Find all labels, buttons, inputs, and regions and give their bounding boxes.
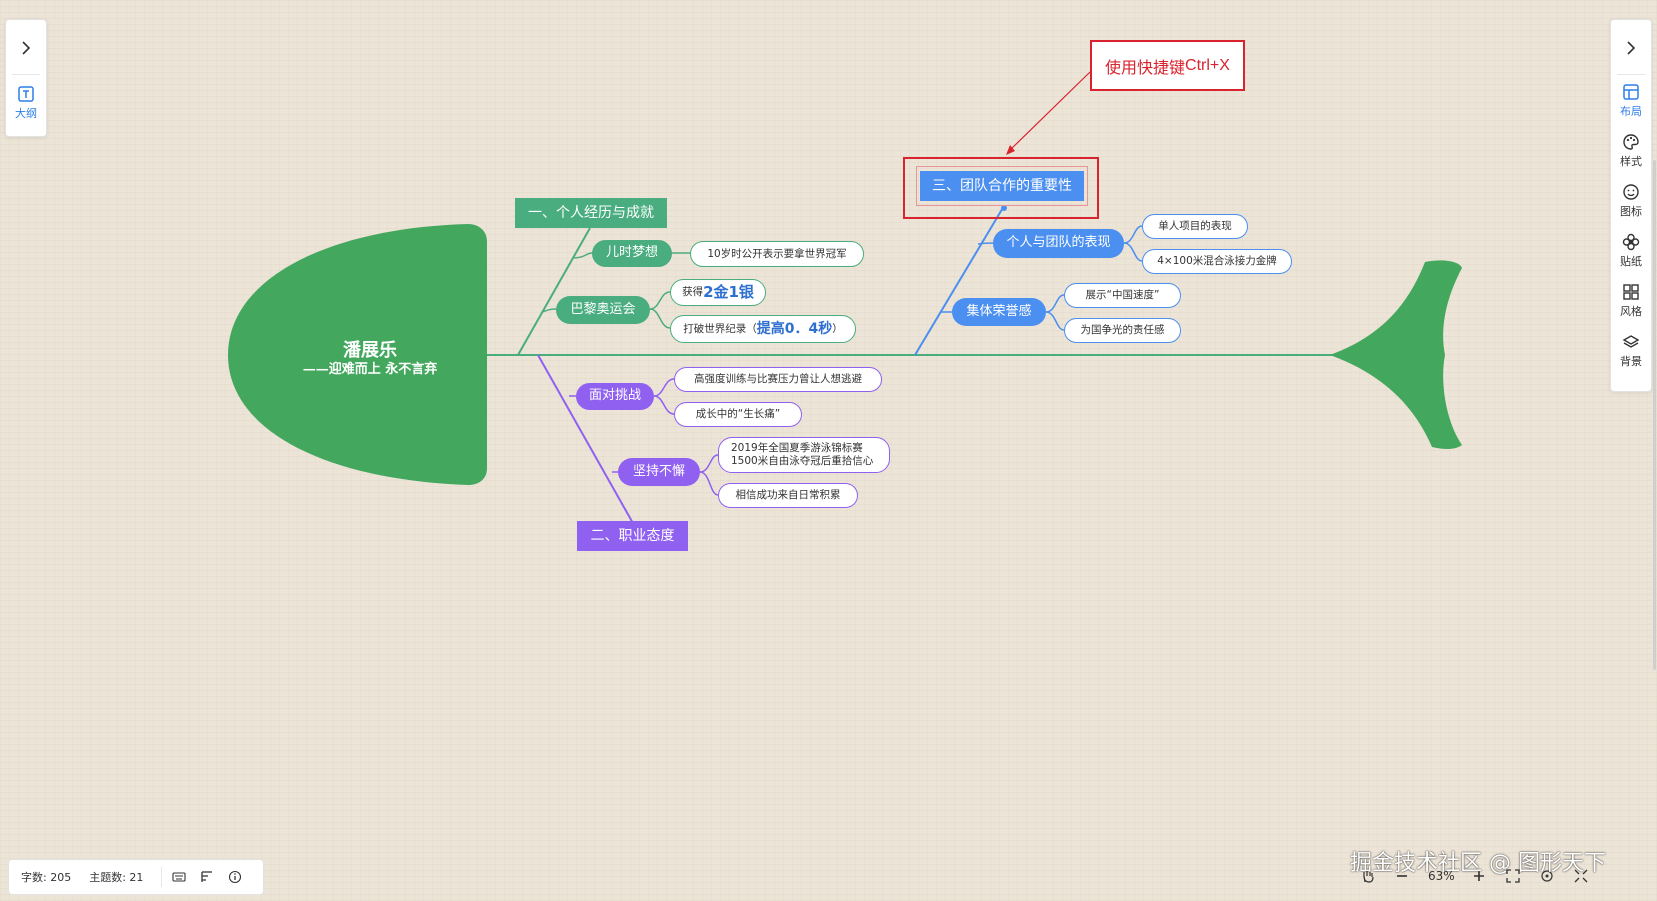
hand-icon[interactable] bbox=[1360, 868, 1376, 884]
watermark: 掘金技术社区 @ 图形天下 bbox=[1350, 851, 1606, 876]
central-topic-title[interactable]: 潘展乐 bbox=[343, 340, 397, 361]
fish-tail[interactable] bbox=[1330, 260, 1462, 450]
chevron-right-icon bbox=[22, 41, 31, 55]
leaf-growing-pains[interactable]: 成长中的“生长痛” bbox=[674, 402, 802, 427]
leaf-daily-accumulation[interactable]: 相信成功来自日常积累 bbox=[718, 483, 858, 508]
outline-button[interactable]: 大纲 bbox=[6, 84, 46, 121]
zoom-controls: 63% bbox=[1360, 858, 1650, 894]
branch-1-topic[interactable]: 一、个人经历与成就 bbox=[515, 198, 667, 228]
subtopic-persistence[interactable]: 坚持不懈 bbox=[618, 458, 700, 486]
style-button[interactable]: 样式 bbox=[1611, 132, 1651, 169]
subtopic-individual-team[interactable]: 个人与团队的表现 bbox=[993, 229, 1124, 258]
theme-button[interactable]: 风格 bbox=[1611, 282, 1651, 319]
subtopic-facing-challenges[interactable]: 面对挑战 bbox=[576, 383, 654, 410]
central-topic-subtitle[interactable]: ——迎难而上 永不言弃 bbox=[302, 362, 438, 377]
structure-icon[interactable] bbox=[200, 870, 214, 884]
subtopic-paris-olympics[interactable]: 巴黎奥运会 bbox=[556, 296, 650, 324]
layers-icon bbox=[1622, 335, 1640, 348]
keyboard-icon[interactable] bbox=[172, 870, 186, 884]
expand-left-button[interactable] bbox=[6, 28, 46, 68]
branch-2-label: 二、职业态度 bbox=[590, 527, 675, 544]
zoom-in-icon[interactable] bbox=[1471, 868, 1487, 884]
leaf-training-pressure[interactable]: 高强度训练与比赛压力曾让人想逃避 bbox=[674, 367, 882, 392]
layout-icon bbox=[1623, 84, 1639, 100]
fullscreen-icon[interactable] bbox=[1573, 868, 1589, 884]
zoom-level: 63% bbox=[1428, 869, 1455, 883]
leaf-relay-gold[interactable]: 4×100米混合泳接力金牌 bbox=[1142, 249, 1292, 274]
chevron-right-icon bbox=[1627, 41, 1636, 55]
leaf-individual-event[interactable]: 单人项目的表现 bbox=[1142, 214, 1248, 239]
palette-icon bbox=[1623, 134, 1639, 150]
info-icon[interactable] bbox=[228, 870, 242, 884]
branch-2-topic[interactable]: 二、职业态度 bbox=[577, 521, 688, 551]
text-box-icon bbox=[18, 86, 34, 102]
word-count: 字数: 205 bbox=[21, 871, 72, 884]
expand-right-button[interactable] bbox=[1611, 28, 1651, 68]
left-toolbar: 大纲 bbox=[5, 19, 47, 137]
vertical-scrollbar[interactable] bbox=[1653, 160, 1656, 670]
zoom-out-icon[interactable] bbox=[1394, 868, 1410, 884]
selection-highlight-outer bbox=[903, 157, 1099, 219]
locate-icon[interactable] bbox=[1539, 868, 1555, 884]
status-bar: 字数: 205 主题数: 21 bbox=[8, 859, 264, 895]
annotation-arrow bbox=[1007, 71, 1091, 153]
sticker-button[interactable]: 贴纸 bbox=[1611, 232, 1651, 269]
fish-head[interactable] bbox=[228, 224, 487, 485]
leaf-national-responsibility[interactable]: 为国争光的责任感 bbox=[1064, 318, 1181, 343]
selection-highlight-inner bbox=[916, 166, 1088, 206]
fit-screen-icon[interactable] bbox=[1505, 868, 1521, 884]
right-toolbar: 布局 样式 图标 贴纸 风格 背景 bbox=[1610, 19, 1652, 392]
leaf-childhood-goal[interactable]: 10岁时公开表示要拿世界冠军 bbox=[690, 241, 864, 267]
leaf-world-record[interactable]: 打破世界纪录（提高0．4秒） bbox=[670, 315, 856, 343]
grid-icon bbox=[1623, 284, 1639, 300]
branch-3-topic[interactable]: 三、团队合作的重要性 bbox=[920, 171, 1084, 201]
subtopic-childhood-dream[interactable]: 儿时梦想 bbox=[592, 240, 672, 267]
branch-3-label: 三、团队合作的重要性 bbox=[932, 177, 1072, 194]
icon-button[interactable]: 图标 bbox=[1611, 182, 1651, 219]
background-button[interactable]: 背景 bbox=[1611, 332, 1651, 369]
smile-icon bbox=[1623, 184, 1639, 200]
subtopic-collective-honor[interactable]: 集体荣誉感 bbox=[952, 298, 1046, 326]
outline-label: 大纲 bbox=[15, 107, 37, 120]
branch-1-label: 一、个人经历与成就 bbox=[528, 204, 654, 221]
layout-button[interactable]: 布局 bbox=[1611, 82, 1651, 119]
topic-count: 主题数: 21 bbox=[89, 871, 144, 884]
sticker-icon bbox=[1622, 233, 1640, 251]
leaf-china-speed[interactable]: 展示“中国速度” bbox=[1064, 283, 1181, 308]
leaf-2019-championship[interactable]: 2019年全国夏季游泳锦标赛 1500米自由泳夺冠后重拾信心 bbox=[718, 437, 890, 473]
